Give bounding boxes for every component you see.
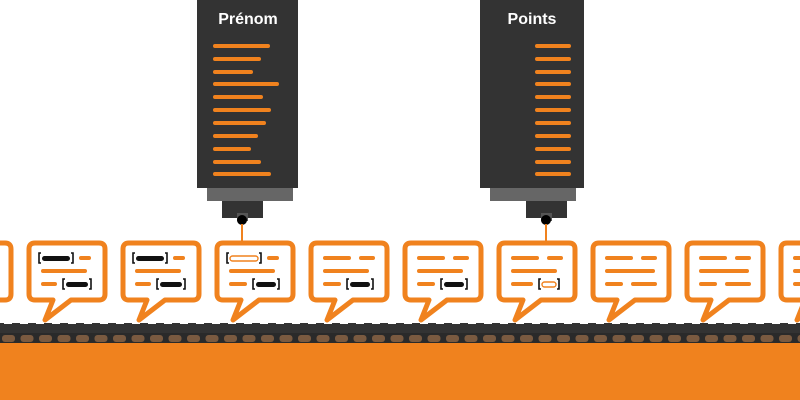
speech-bubble: [214, 240, 296, 323]
machine-points-base: [490, 188, 576, 201]
speech-bubble: [26, 240, 108, 323]
machine-points-head: [526, 201, 567, 218]
bubble-row: [0, 240, 800, 323]
machine-prenom-head: [222, 201, 263, 218]
conveyor-belt: [0, 322, 800, 343]
speech-bubble: [778, 240, 800, 323]
machine-prenom-nozzle: [237, 215, 247, 225]
machine-points-nozzle: [541, 215, 551, 225]
ground: [0, 342, 800, 400]
speech-bubble: [0, 240, 14, 303]
speech-bubble: [684, 240, 766, 323]
speech-bubble: [496, 240, 578, 323]
machine-points: Points: [480, 0, 584, 284]
machine-prenom-base: [207, 188, 293, 201]
machine-points-title: Points: [508, 11, 557, 28]
machine-prenom-title: Prénom: [218, 11, 278, 28]
name-column-lines: [213, 44, 279, 176]
speech-bubble: [402, 240, 484, 323]
speech-bubble: [590, 240, 672, 323]
speech-bubble: [120, 240, 202, 323]
machine-prenom: Prénom: [197, 0, 298, 259]
speech-bubble: [308, 240, 390, 323]
points-column-lines: [535, 44, 571, 176]
